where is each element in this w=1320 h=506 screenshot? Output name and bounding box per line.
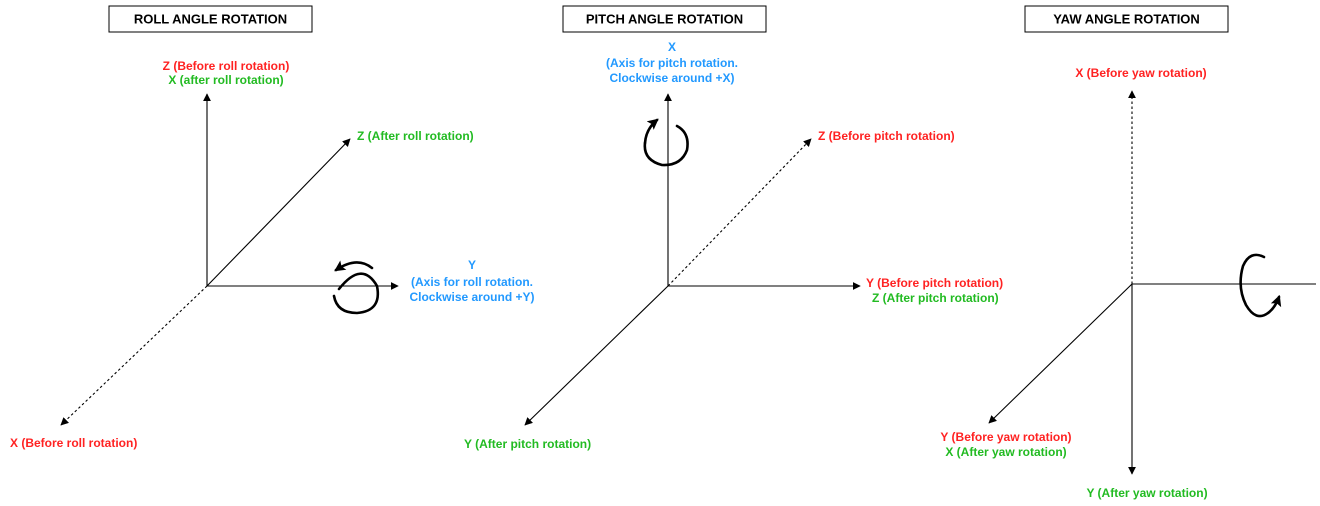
- yaw-panel: YAW ANGLE ROTATION X (Before yaw rotatio…: [940, 5, 1316, 500]
- pitch-panel: PITCH ANGLE ROTATION X (Axis for pitch r…: [464, 5, 1003, 451]
- yaw-y-after-label: Y (After yaw rotation): [1086, 486, 1207, 500]
- pitch-y-before-label: Y (Before pitch rotation): [866, 276, 1003, 290]
- pitch-z-before-axis: [667, 138, 812, 287]
- yaw-rotation-arrow-body: [1239, 253, 1270, 318]
- yaw-title-box: [1024, 5, 1229, 33]
- roll-x-before-label: X (Before roll rotation): [10, 436, 137, 450]
- roll-z-after-label: Z (After roll rotation): [357, 129, 474, 143]
- roll-x-before-axis: [60, 285, 208, 426]
- pitch-y-after-label: Y (After pitch rotation): [464, 437, 591, 451]
- roll-title-box: [108, 5, 313, 33]
- roll-y-axis-desc1: (Axis for roll rotation.: [411, 275, 533, 289]
- pitch-title-box: [562, 5, 767, 33]
- pitch-rotation-arrow-head: [643, 118, 659, 145]
- pitch-y-after-axis: [524, 285, 669, 426]
- roll-panel: ROLL ANGLE ROTATION Z (Before roll rotat…: [10, 5, 535, 450]
- pitch-z-before-label: Z (Before pitch rotation): [818, 129, 955, 143]
- yaw-rotation-arrow-head: [1266, 294, 1282, 315]
- pitch-x-axis-desc2: Clockwise around +X): [609, 71, 734, 85]
- yaw-x-after-label: X (After yaw rotation): [945, 445, 1066, 459]
- roll-rotation-arrow-head: [334, 260, 374, 272]
- yaw-title: YAW ANGLE ROTATION: [1053, 12, 1200, 27]
- roll-z-before-label: Z (Before roll rotation): [163, 59, 290, 73]
- yaw-x-after-axis: [988, 283, 1133, 424]
- pitch-title: PITCH ANGLE ROTATION: [586, 12, 743, 27]
- yaw-x-before-label: X (Before yaw rotation): [1075, 66, 1206, 80]
- pitch-x-axis-desc1: (Axis for pitch rotation.: [606, 56, 738, 70]
- roll-title: ROLL ANGLE ROTATION: [134, 12, 287, 27]
- pitch-rotation-arrow-body: [643, 124, 689, 167]
- roll-y-axis-desc2: Clockwise around +Y): [409, 290, 534, 304]
- roll-z-after-axis: [206, 138, 351, 287]
- roll-rotation-arrow-body: [332, 272, 380, 315]
- pitch-z-after-label: Z (After pitch rotation): [872, 291, 999, 305]
- yaw-y-before-label: Y (Before yaw rotation): [940, 430, 1071, 444]
- roll-y-axis-name: Y: [468, 258, 476, 272]
- roll-x-after-label: X (after roll rotation): [168, 73, 283, 87]
- pitch-x-axis-name: X: [668, 40, 676, 54]
